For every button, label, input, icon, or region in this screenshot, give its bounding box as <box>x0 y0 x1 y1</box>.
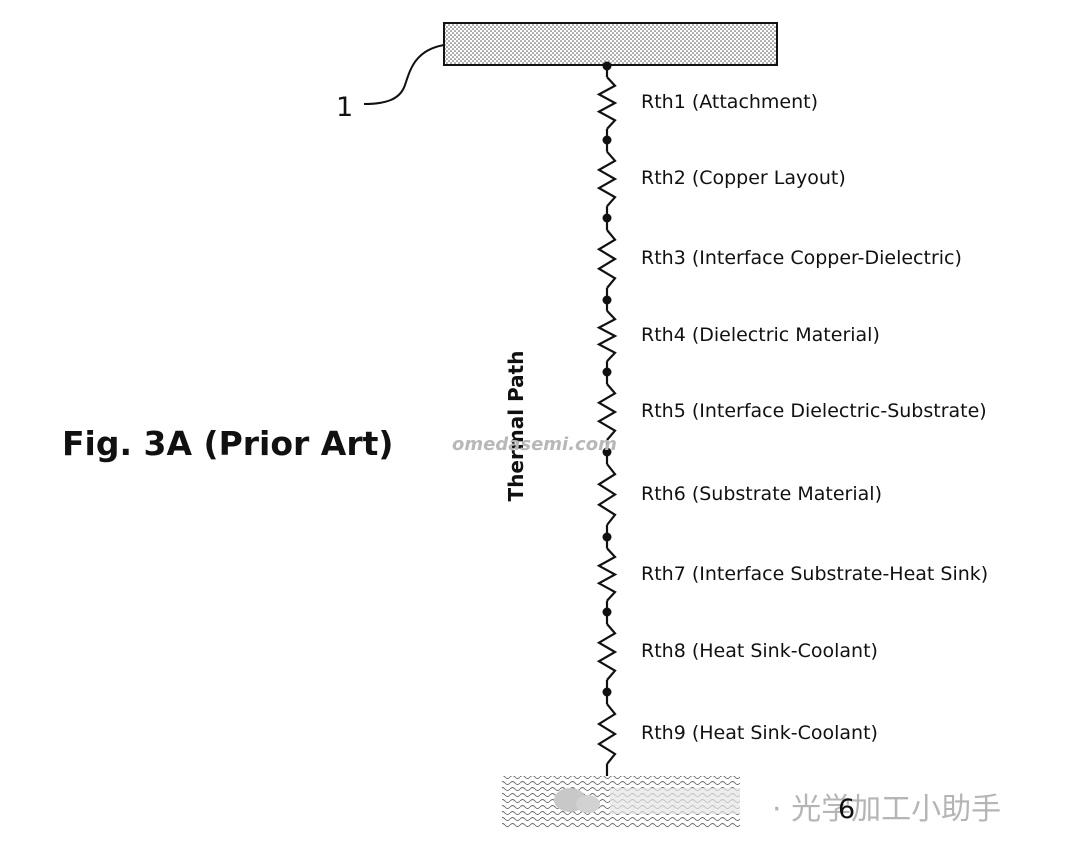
resistor-zigzag-3 <box>596 229 618 289</box>
resistor-label-5: Rth5 (Interface Dielectric-Substrate) <box>641 400 987 422</box>
junction-node <box>602 135 612 145</box>
resistor-label-9: Rth9 (Heat Sink-Coolant) <box>641 722 878 744</box>
junction-node <box>602 607 612 617</box>
resistor-label-2: Rth2 (Copper Layout) <box>641 167 846 189</box>
thermal-path-label: Thermal Path <box>504 350 528 502</box>
reference-number-1: 1 <box>336 92 354 123</box>
resistor-label-6: Rth6 (Substrate Material) <box>641 482 882 505</box>
figure-title: Fig. 3A (Prior Art) <box>62 424 394 463</box>
resistor-label-8: Rth8 (Heat Sink-Coolant) <box>641 640 878 662</box>
resistor-label-3: Rth3 (Interface Copper-Dielectric) <box>641 247 962 269</box>
resistor-zigzag-8 <box>596 623 618 681</box>
resistor-zigzag-7 <box>596 547 618 602</box>
wechat-logo-icon <box>554 788 740 814</box>
junction-node <box>602 532 612 542</box>
junction-node <box>602 687 612 697</box>
resistor-zigzag-1 <box>596 76 618 130</box>
resistor-zigzag-5 <box>596 383 618 441</box>
resistor-zigzag-6 <box>596 463 618 526</box>
junction-node <box>602 61 612 71</box>
resistor-zigzag-9 <box>596 703 618 765</box>
resistor-label-7: Rth7 (Interface Substrate-Heat Sink) <box>641 562 989 585</box>
junction-node <box>602 447 612 457</box>
junction-node <box>602 213 612 223</box>
watermark-url: omedasemi.com <box>452 434 617 455</box>
resistor-zigzag-4 <box>596 310 618 362</box>
resistor-label-1: Rth1 (Attachment) <box>641 91 819 113</box>
leader-line-1 <box>363 44 445 105</box>
top-component-block <box>443 22 778 66</box>
resistor-chain <box>596 61 618 776</box>
junction-node <box>602 367 612 377</box>
junction-node <box>602 295 612 305</box>
reference-number-6: 6 <box>838 794 856 825</box>
resistor-label-4: Rth4 (Dielectric Material) <box>641 324 880 346</box>
resistor-zigzag-2 <box>596 150 618 208</box>
watermark-wechat-text: · 光学加工小助手 <box>772 792 1002 827</box>
